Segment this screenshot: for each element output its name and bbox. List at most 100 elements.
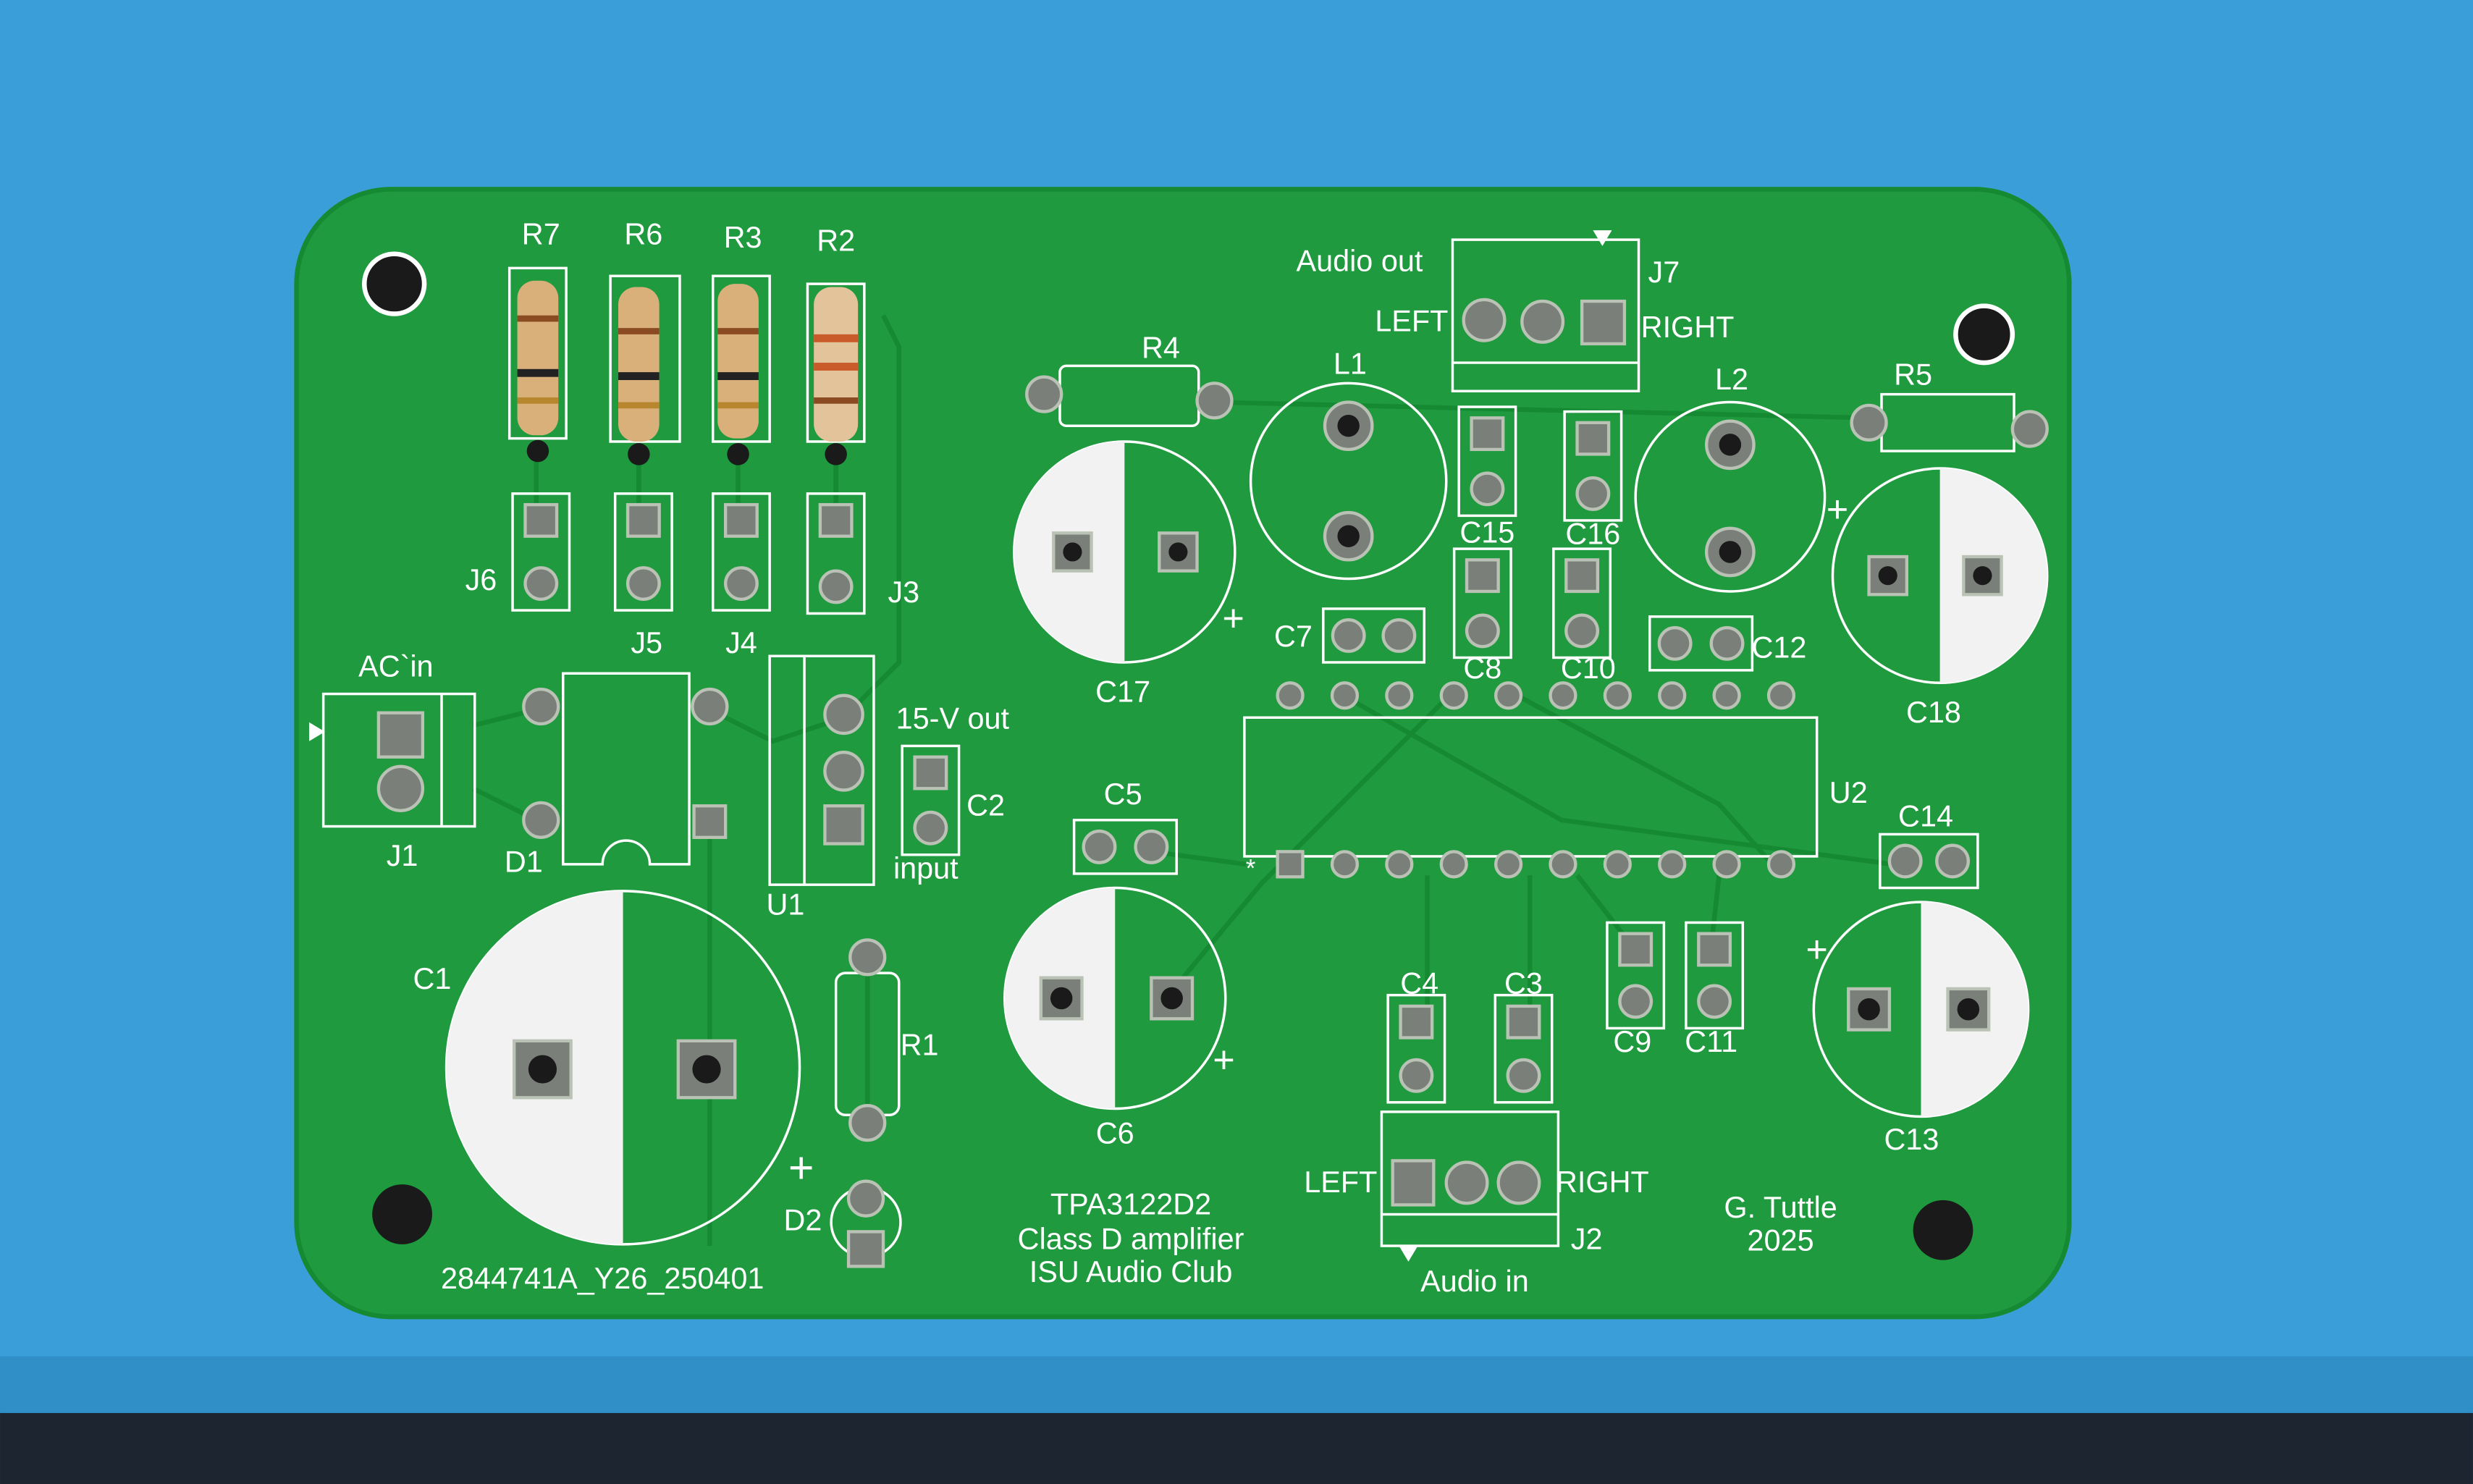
pad bbox=[1506, 1058, 1541, 1093]
label-l2: L2 bbox=[1715, 363, 1748, 396]
pad bbox=[1935, 843, 1971, 879]
label-input: input bbox=[893, 851, 959, 885]
board-author: G. Tuttle bbox=[1724, 1191, 1837, 1224]
soldered-resistors bbox=[507, 266, 866, 465]
rectifier-d1 bbox=[522, 672, 729, 866]
label-c8: C8 bbox=[1463, 652, 1501, 685]
pin1-mark-u2: * bbox=[1246, 854, 1256, 882]
footprint-outline bbox=[1552, 547, 1612, 659]
plus-mark-c1: + bbox=[788, 1143, 814, 1192]
label-r7: R7 bbox=[522, 218, 560, 251]
pad bbox=[1575, 421, 1611, 456]
pad bbox=[1657, 625, 1693, 661]
resistor-r7 bbox=[507, 266, 568, 463]
chip-pin bbox=[1603, 850, 1632, 879]
regulator-u1 bbox=[768, 654, 875, 886]
chip-pin bbox=[1276, 681, 1305, 710]
label-c14: C14 bbox=[1898, 800, 1953, 833]
pad bbox=[1399, 1058, 1434, 1093]
pad bbox=[625, 502, 661, 538]
pad bbox=[523, 566, 559, 602]
chip-pin bbox=[1549, 681, 1577, 710]
chip-pin bbox=[1385, 681, 1414, 710]
board-title-line-3: ISU Audio Club bbox=[1029, 1255, 1233, 1289]
label-j3: J3 bbox=[888, 576, 919, 609]
chip-pin bbox=[1549, 850, 1577, 879]
led-d2 bbox=[830, 1179, 902, 1268]
footprint-outline bbox=[711, 492, 771, 612]
chip-pin bbox=[1766, 681, 1796, 710]
pad bbox=[1465, 558, 1500, 594]
footprint-outline bbox=[1386, 993, 1446, 1104]
label-u1: U1 bbox=[766, 888, 804, 922]
connector-j2 bbox=[1380, 1110, 1560, 1262]
silkscreen-labels: R7 R6 R3 R2 Audio out J7 LEFT RIGHT R4 L… bbox=[358, 218, 1961, 1299]
pad bbox=[1564, 558, 1600, 594]
label-c9: C9 bbox=[1613, 1025, 1651, 1058]
pad bbox=[1465, 613, 1500, 649]
pad bbox=[1470, 471, 1505, 507]
chip-pin bbox=[1658, 850, 1687, 879]
label-l1: L1 bbox=[1334, 347, 1367, 380]
footprint-outline bbox=[613, 492, 673, 612]
label-right-in: RIGHT bbox=[1556, 1165, 1649, 1199]
capacitor-c18 bbox=[1831, 467, 2049, 685]
label-c7: C7 bbox=[1274, 620, 1313, 653]
capacitor-c17 bbox=[1013, 440, 1236, 664]
footprint-outline bbox=[1648, 615, 1754, 672]
footprint-outline bbox=[1879, 832, 1979, 890]
plus-mark-c17: + bbox=[1222, 597, 1244, 639]
pad bbox=[1618, 932, 1653, 967]
label-j2: J2 bbox=[1571, 1222, 1603, 1255]
pad bbox=[723, 566, 759, 602]
label-r4: R4 bbox=[1142, 332, 1180, 365]
mat-edge bbox=[0, 1411, 2473, 1484]
label-left-out: LEFT bbox=[1375, 304, 1448, 337]
footprint-outline bbox=[1494, 993, 1554, 1104]
footprint-outline bbox=[1685, 921, 1745, 1030]
label-d2: D2 bbox=[783, 1203, 822, 1236]
small-pad-pairs bbox=[511, 405, 1979, 1104]
pad bbox=[1134, 829, 1169, 864]
footprint-outline bbox=[1606, 921, 1666, 1030]
label-audio-in: Audio in bbox=[1420, 1265, 1529, 1298]
pad bbox=[1564, 613, 1600, 649]
plus-mark-c13: + bbox=[1806, 929, 1828, 971]
pad bbox=[913, 755, 948, 791]
chip-pin bbox=[1712, 850, 1741, 879]
label-c11: C11 bbox=[1685, 1025, 1737, 1058]
capacitor-c13 bbox=[1812, 901, 2030, 1118]
label-ac-in: AC`in bbox=[358, 650, 433, 683]
footprint-outline bbox=[1563, 410, 1623, 522]
label-r6: R6 bbox=[624, 218, 662, 251]
pad bbox=[1470, 416, 1505, 452]
label-c16: C16 bbox=[1565, 518, 1620, 551]
footprint-outline bbox=[511, 492, 571, 612]
pad bbox=[523, 502, 559, 538]
resistor-r2 bbox=[806, 282, 866, 465]
chip-pin bbox=[1603, 681, 1632, 710]
label-r1: R1 bbox=[901, 1028, 939, 1061]
pad bbox=[1399, 1004, 1434, 1040]
resistor-r6 bbox=[609, 274, 681, 465]
mounting-holes bbox=[362, 251, 2015, 1260]
label-j6: J6 bbox=[465, 563, 497, 596]
chip-u2-footprint bbox=[1243, 681, 1819, 879]
inductor-l2 bbox=[1634, 400, 1827, 593]
label-r5: R5 bbox=[1894, 358, 1932, 392]
label-left-in: LEFT bbox=[1304, 1165, 1377, 1199]
pad bbox=[1575, 476, 1611, 511]
chip-pin bbox=[1494, 681, 1523, 710]
connector-j1 bbox=[309, 692, 476, 828]
connector-j7 bbox=[1451, 230, 1640, 393]
label-15v-out: 15-V out bbox=[896, 701, 1010, 735]
chip-pin bbox=[1766, 850, 1796, 879]
chip-pin bbox=[1494, 850, 1523, 879]
chip-pin bbox=[1330, 681, 1360, 710]
pad bbox=[1331, 617, 1366, 653]
capacitor-c1 bbox=[445, 890, 801, 1246]
pad bbox=[1618, 984, 1653, 1019]
board-title-line-1: TPA3122D2 bbox=[1050, 1187, 1211, 1220]
pad bbox=[1506, 1004, 1541, 1040]
